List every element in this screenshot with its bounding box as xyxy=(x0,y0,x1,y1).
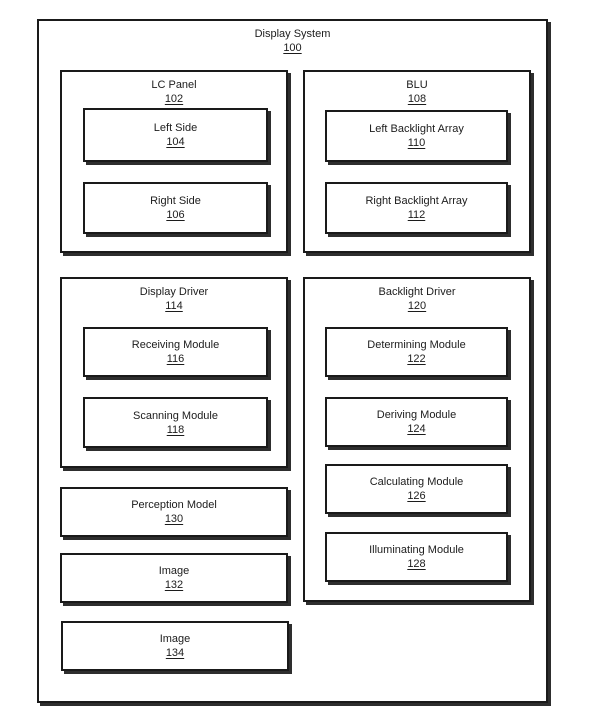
backlight-driver-ref: 120 xyxy=(407,300,427,312)
left-side-ref: 104 xyxy=(166,136,185,148)
deriving-module-ref: 124 xyxy=(407,423,426,435)
right-backlight-array-ref: 112 xyxy=(407,209,426,221)
backlight-driver-label: Backlight Driver xyxy=(378,286,456,298)
blu-label: BLU xyxy=(406,79,428,91)
calculating-module-box: Calculating Module 126 xyxy=(325,464,508,514)
determining-module-label: Determining Module xyxy=(367,339,466,351)
receiving-module-box: Receiving Module 116 xyxy=(83,327,268,377)
perception-model-label: Perception Model xyxy=(131,499,217,511)
display-driver-ref: 114 xyxy=(165,300,183,312)
right-side-box: Right Side 106 xyxy=(83,182,268,234)
receiving-module-ref: 116 xyxy=(166,353,185,365)
right-backlight-array-label: Right Backlight Array xyxy=(365,195,468,207)
backlight-driver-title: Backlight Driver 120 xyxy=(305,279,529,313)
perception-model-ref: 130 xyxy=(164,513,184,525)
scanning-module-label: Scanning Module xyxy=(132,409,218,422)
lc-panel-title: LC Panel 102 xyxy=(62,72,286,106)
display-system-label: Display System xyxy=(254,28,331,40)
receiving-module-label: Receiving Module xyxy=(131,339,220,351)
left-backlight-array-box: Left Backlight Array 110 xyxy=(325,110,508,162)
left-backlight-array-ref: 110 xyxy=(407,137,426,149)
deriving-module-box: Deriving Module 124 xyxy=(325,397,508,447)
display-driver-label: Display Driver xyxy=(139,286,209,298)
blu-title: BLU 108 xyxy=(305,72,529,106)
image-132-box: Image 132 xyxy=(60,553,288,603)
display-system-title: Display System 100 xyxy=(39,21,546,55)
perception-model-box: Perception Model 130 xyxy=(60,487,288,537)
blu-ref: 108 xyxy=(407,93,427,105)
left-backlight-array-label: Left Backlight Array xyxy=(369,123,464,135)
illuminating-module-ref: 128 xyxy=(407,558,426,570)
left-side-label: Left Side xyxy=(153,122,198,134)
right-side-ref: 106 xyxy=(166,209,185,221)
image-132-label: Image xyxy=(158,565,190,577)
image-134-box: Image 134 xyxy=(61,621,289,671)
lc-panel-label: LC Panel xyxy=(151,79,197,91)
image-132-ref: 132 xyxy=(164,579,184,591)
right-side-label: Right Side xyxy=(150,195,201,207)
calculating-module-ref: 126 xyxy=(407,490,426,502)
determining-module-ref: 122 xyxy=(407,353,426,365)
deriving-module-label: Deriving Module xyxy=(376,409,457,421)
left-side-box: Left Side 104 xyxy=(83,108,268,162)
illuminating-module-label: Illuminating Module xyxy=(369,544,464,556)
calculating-module-label: Calculating Module xyxy=(369,476,464,488)
image-134-ref: 134 xyxy=(165,647,185,659)
display-system-ref: 100 xyxy=(283,42,302,54)
lc-panel-ref: 102 xyxy=(164,93,184,105)
display-driver-title: Display Driver 114 xyxy=(62,279,286,313)
scanning-module-box: Scanning Module 118 xyxy=(83,397,268,448)
scanning-module-ref: 118 xyxy=(166,423,185,436)
determining-module-box: Determining Module 122 xyxy=(325,327,508,377)
illuminating-module-box: Illuminating Module 128 xyxy=(325,532,508,582)
right-backlight-array-box: Right Backlight Array 112 xyxy=(325,182,508,234)
image-134-label: Image xyxy=(159,633,191,645)
